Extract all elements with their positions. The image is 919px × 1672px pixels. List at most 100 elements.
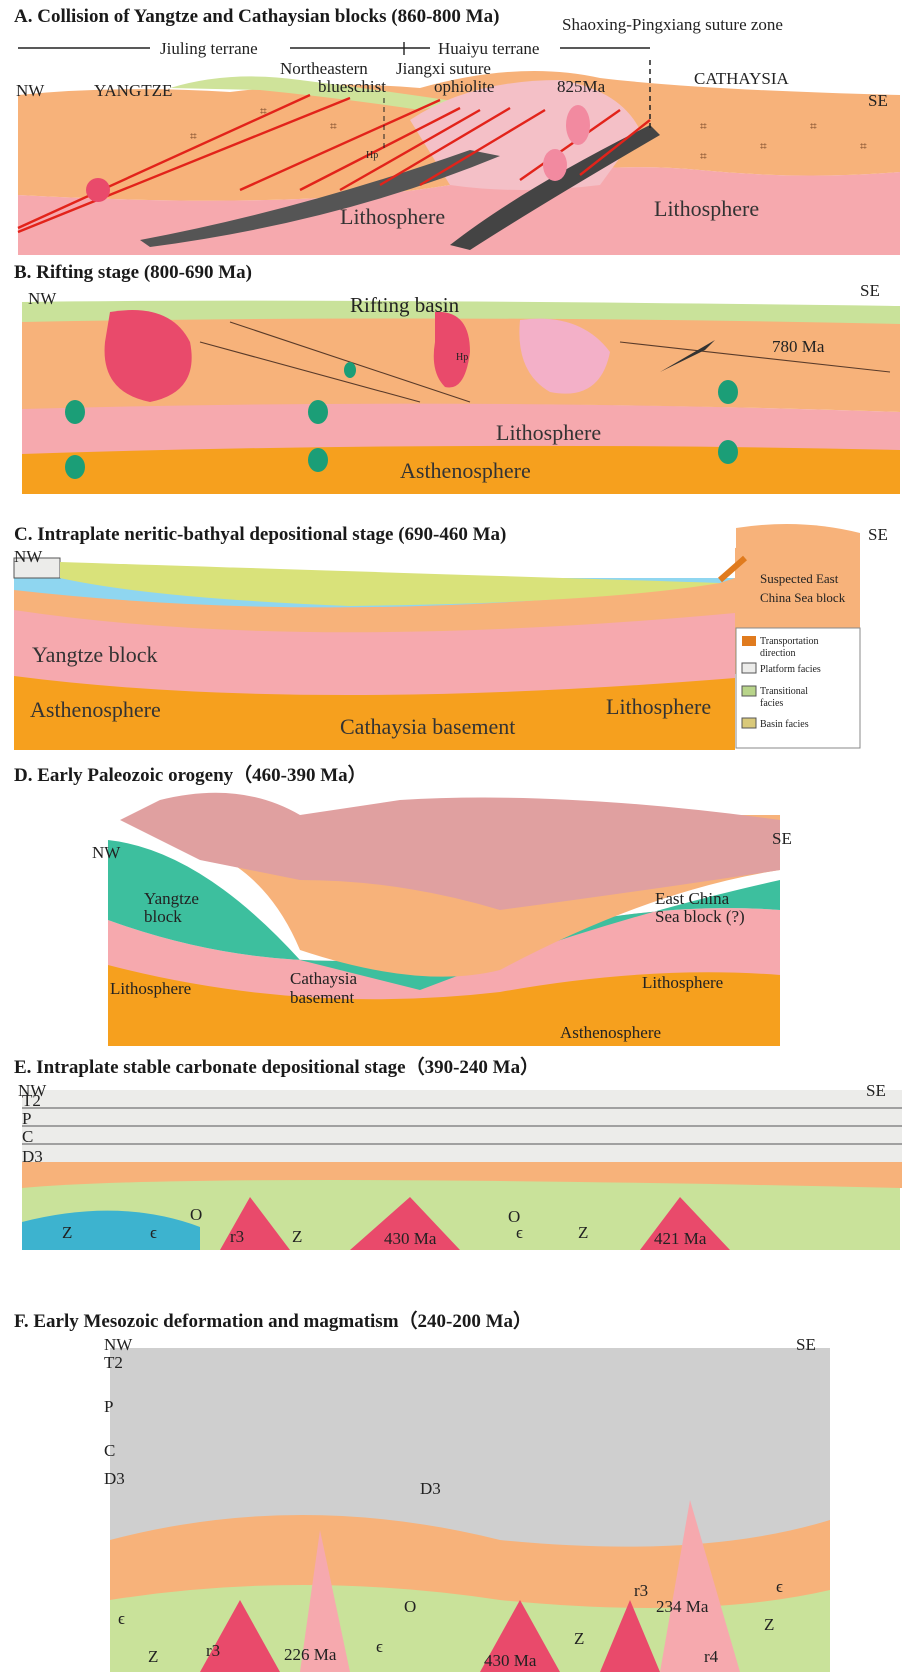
label-jiangxi-2: ophiolite <box>434 77 494 96</box>
stratum-t2: T2 <box>22 1091 41 1110</box>
label-east-1: Suspected East <box>760 571 839 586</box>
stratum-c: C <box>22 1127 33 1146</box>
svg-text:⌗: ⌗ <box>700 149 707 163</box>
unit-o: O <box>190 1205 202 1224</box>
unit-cambrian-2: ϵ <box>376 1637 383 1656</box>
svg-text:⌗: ⌗ <box>810 119 817 133</box>
unit-z-2: Z <box>574 1629 584 1648</box>
stratum-t2: T2 <box>104 1353 123 1372</box>
unit-r3-2: r3 <box>634 1581 648 1600</box>
unit-z-1: Z <box>62 1223 72 1242</box>
label-lithosphere-left: Lithosphere <box>340 204 445 229</box>
unit-o: O <box>404 1597 416 1616</box>
legend-basin: Basin facies <box>760 719 809 730</box>
label-yangtze-2: block <box>144 907 182 926</box>
panel-f: F. Early Mesozoic deformation and magmat… <box>0 1300 919 1672</box>
legend-transport-2: direction <box>760 648 796 659</box>
label-nw: NW <box>104 1335 133 1354</box>
age-430: 430 Ma <box>384 1229 437 1248</box>
stratum-d3: D3 <box>22 1147 43 1166</box>
label-nw: NW <box>14 547 43 566</box>
stratum-p: P <box>22 1109 31 1128</box>
label-east-2: China Sea block <box>760 590 846 605</box>
unit-cambrian-3: ϵ <box>776 1577 783 1596</box>
panel-e-section: NW SE T2 P C D3 O Z ϵ r3 Z O ϵ Z 430 Ma … <box>0 1052 919 1300</box>
label-hp: Hp <box>456 352 468 363</box>
label-cathaysia-basement: Cathaysia basement <box>340 714 515 739</box>
legend: Transportation direction Platform facies… <box>736 628 860 748</box>
svg-text:⌗: ⌗ <box>260 104 267 118</box>
panel-c-section: NW SE Suspected East China Sea block Yan… <box>0 498 919 760</box>
label-yangtze: YANGTZE <box>94 81 172 100</box>
label-huaiyu-terrane: Huaiyu terrane <box>438 39 539 58</box>
legend-platform: Platform facies <box>760 664 821 675</box>
legend-transitional-2: facies <box>760 698 783 709</box>
label-yangtze-1: Yangtze <box>144 889 199 908</box>
label-lithosphere-right: Lithosphere <box>654 196 759 221</box>
panel-f-section: NW SE T2 P C D3 D3 ϵ Z r3 O ϵ Z r3 Z ϵ r… <box>0 1300 919 1672</box>
age-226: 226 Ma <box>284 1645 337 1664</box>
panel-b: B. Rifting stage (800-690 Ma) Rifting ba… <box>0 262 919 498</box>
label-basement-2: basement <box>290 988 354 1007</box>
panel-a-section: ⌗ ⌗ ⌗ ⌗ ⌗ ⌗ ⌗ ⌗ NW YANGTZE Jiuling terrane Hu… <box>0 0 919 262</box>
svg-text:⌗: ⌗ <box>860 139 867 153</box>
label-lithosphere-right: Lithosphere <box>642 973 723 992</box>
panel-d: D. Early Paleozoic orogeny（460-390 Ma） N… <box>0 760 919 1052</box>
label-se: SE <box>860 281 880 300</box>
label-suture-zone: Shaoxing-Pingxiang suture zone <box>562 15 783 34</box>
label-lithosphere: Lithosphere <box>606 694 711 719</box>
panel-d-section: NW SE Yangtze block East China Sea block… <box>0 760 919 1052</box>
unit-z-3: Z <box>578 1223 588 1242</box>
age-430: 430 Ma <box>484 1651 537 1670</box>
unit-cambrian-2: ϵ <box>516 1223 523 1242</box>
unit-r3-1: r3 <box>206 1641 220 1660</box>
age-234: 234 Ma <box>656 1597 709 1616</box>
svg-text:⌗: ⌗ <box>330 119 337 133</box>
label-asthenosphere: Asthenosphere <box>30 697 161 722</box>
svg-text:⌗: ⌗ <box>760 139 767 153</box>
unit-z-3: Z <box>764 1615 774 1634</box>
svg-text:⌗: ⌗ <box>700 119 707 133</box>
legend-transitional-1: Transitional <box>760 686 808 697</box>
label-nw: NW <box>92 843 121 862</box>
unit-r4: r4 <box>704 1647 719 1666</box>
panel-a: A. Collision of Yangtze and Cathaysian b… <box>0 0 919 262</box>
label-ne-blueschist-2: blueschist <box>318 77 386 96</box>
label-jiangxi-1: Jiangxi suture <box>396 59 491 78</box>
legend-transport-1: Transportation <box>760 636 819 647</box>
panel-c: C. Intraplate neritic-bathyal deposition… <box>0 498 919 760</box>
age-421: 421 Ma <box>654 1229 707 1248</box>
label-jiuling-terrane: Jiuling terrane <box>160 39 258 58</box>
label-asthenosphere: Asthenosphere <box>400 458 531 483</box>
label-se: SE <box>868 525 888 544</box>
label-rifting-basin: Rifting basin <box>350 293 460 317</box>
panel-e: E. Intraplate stable carbonate depositio… <box>0 1052 919 1300</box>
label-se: SE <box>772 829 792 848</box>
label-east-2: Sea block (?) <box>655 907 745 926</box>
label-se: SE <box>868 91 888 110</box>
label-nw: NW <box>28 289 57 308</box>
svg-text:⌗: ⌗ <box>190 129 197 143</box>
granite-pluton <box>86 178 110 202</box>
label-825ma: 825Ma <box>557 77 606 96</box>
label-asthenosphere: Asthenosphere <box>560 1023 661 1042</box>
label-basement-1: Cathaysia <box>290 969 357 988</box>
label-east-1: East China <box>655 889 730 908</box>
stratum-c: C <box>104 1441 115 1460</box>
unit-z-2: Z <box>292 1227 302 1246</box>
label-lithosphere-left: Lithosphere <box>110 979 191 998</box>
label-hp: Hp <box>366 150 378 161</box>
unit-cambrian-1: ϵ <box>118 1609 125 1628</box>
label-se: SE <box>866 1081 886 1100</box>
unit-z-1: Z <box>148 1647 158 1666</box>
unit-cambrian-1: ϵ <box>150 1223 157 1242</box>
label-cathaysia: CATHAYSIA <box>694 69 790 88</box>
stratum-d3: D3 <box>104 1469 125 1488</box>
label-nw: NW <box>16 81 45 100</box>
label-d3-mid: D3 <box>420 1479 441 1498</box>
label-780ma: 780 Ma <box>772 337 825 356</box>
label-yangtze-block: Yangtze block <box>32 642 157 667</box>
label-ne-blueschist-1: Northeastern <box>280 59 368 78</box>
unit-r3: r3 <box>230 1227 244 1246</box>
label-lithosphere: Lithosphere <box>496 420 601 445</box>
